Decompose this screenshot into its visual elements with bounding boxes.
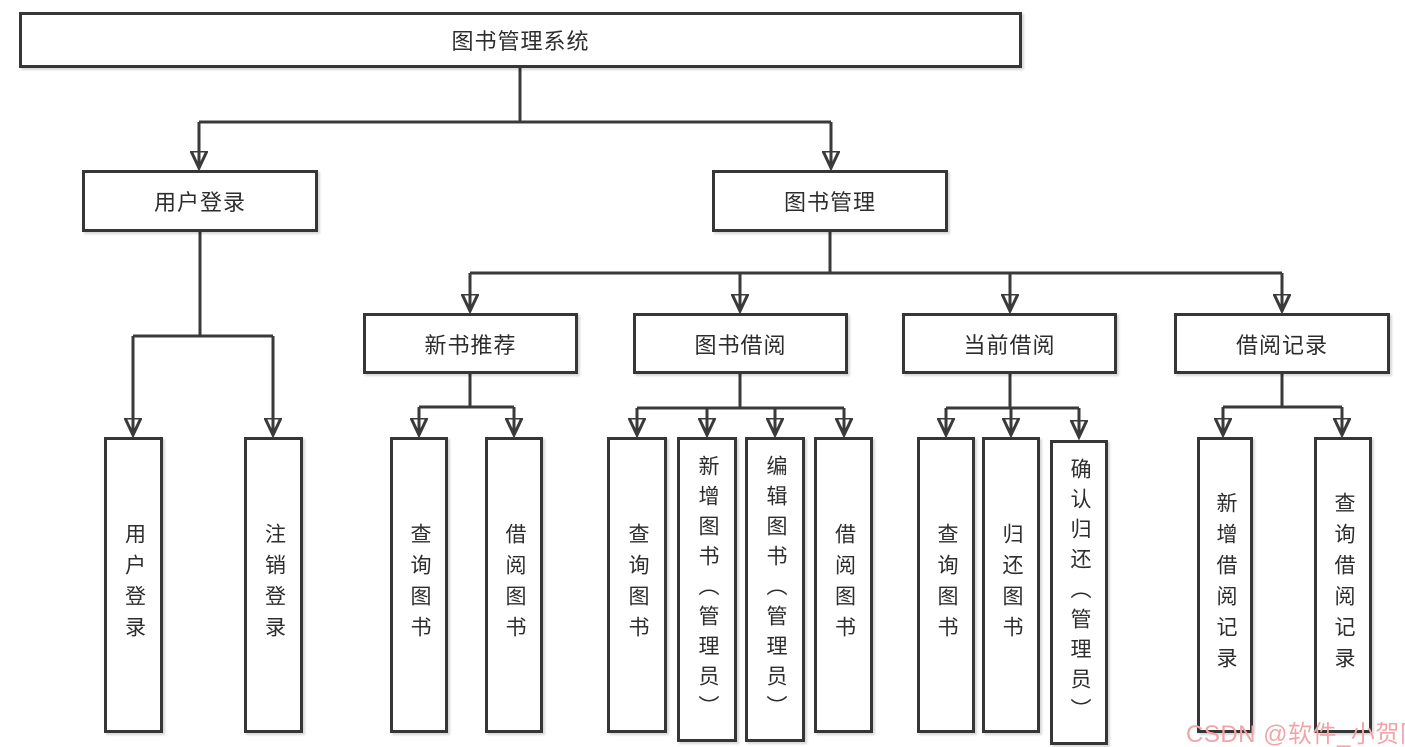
node-label: 查询图书 bbox=[626, 523, 649, 647]
node-label: 借阅图书 bbox=[832, 523, 856, 647]
connector-records bbox=[1223, 374, 1342, 409]
node-label: 图书管理 bbox=[783, 190, 876, 215]
node-label: 查询借阅记录 bbox=[1332, 492, 1355, 678]
leaf-query-borrow-record: 查询借阅记录 bbox=[1314, 437, 1372, 733]
node-label: 图书借阅 bbox=[694, 332, 787, 358]
leaf-borrow-books-2: 借阅图书 bbox=[814, 437, 873, 733]
leaf-query-books-1: 查询图书 bbox=[390, 437, 448, 733]
node-user-login: 用户登录 bbox=[82, 170, 318, 232]
leaf-logout: 注销登录 bbox=[244, 437, 303, 733]
node-label: 注销登录 bbox=[262, 523, 286, 647]
node-new-book-recommend: 新书推荐 bbox=[363, 313, 578, 374]
node-label: 查询图书 bbox=[408, 523, 431, 647]
leaf-add-borrow-record: 新增借阅记录 bbox=[1197, 437, 1253, 733]
node-label: 借阅图书 bbox=[503, 523, 526, 647]
node-label: 图书管理系统 bbox=[451, 29, 590, 54]
leaf-edit-book-admin: 编辑图书（管理员） bbox=[745, 437, 805, 742]
connector-user-login bbox=[133, 232, 273, 338]
node-label: 查询图书 bbox=[935, 523, 958, 647]
node-label: 新增图书（管理员） bbox=[696, 454, 719, 725]
node-label: 用户登录 bbox=[122, 523, 146, 647]
node-book-borrowing: 图书借阅 bbox=[633, 313, 848, 374]
node-label: 新书推荐 bbox=[424, 332, 517, 358]
connector-book-mgmt bbox=[470, 232, 1282, 275]
node-current-borrowing: 当前借阅 bbox=[902, 313, 1117, 374]
leaf-confirm-return-admin: 确认归还（管理员） bbox=[1050, 440, 1108, 745]
node-label: 借阅记录 bbox=[1235, 332, 1328, 358]
node-label: 新增借阅记录 bbox=[1214, 492, 1237, 678]
node-book-management: 图书管理 bbox=[712, 170, 948, 232]
node-system-root: 图书管理系统 bbox=[19, 12, 1022, 68]
leaf-borrow-books-1: 借阅图书 bbox=[485, 437, 543, 733]
csdn-watermark: CSDN @软件_小贺同学 bbox=[1186, 721, 1405, 747]
leaf-query-books-3: 查询图书 bbox=[917, 437, 975, 733]
leaf-add-book-admin: 新增图书（管理员） bbox=[677, 437, 737, 742]
connector-root bbox=[199, 68, 831, 124]
connector-borrowing bbox=[637, 374, 844, 410]
leaf-user-login: 用户登录 bbox=[104, 437, 163, 733]
leaf-return-book: 归还图书 bbox=[982, 437, 1040, 733]
node-label: 当前借阅 bbox=[963, 332, 1056, 358]
node-borrow-records: 借阅记录 bbox=[1174, 313, 1390, 374]
node-label: 编辑图书（管理员） bbox=[764, 454, 787, 725]
node-label: 用户登录 bbox=[153, 190, 246, 215]
leaf-query-books-2: 查询图书 bbox=[607, 437, 667, 733]
node-label: 确认归还（管理员） bbox=[1068, 457, 1091, 728]
node-label: 归还图书 bbox=[1000, 523, 1023, 647]
connector-current bbox=[946, 374, 1079, 410]
connector-new-books bbox=[419, 374, 514, 409]
